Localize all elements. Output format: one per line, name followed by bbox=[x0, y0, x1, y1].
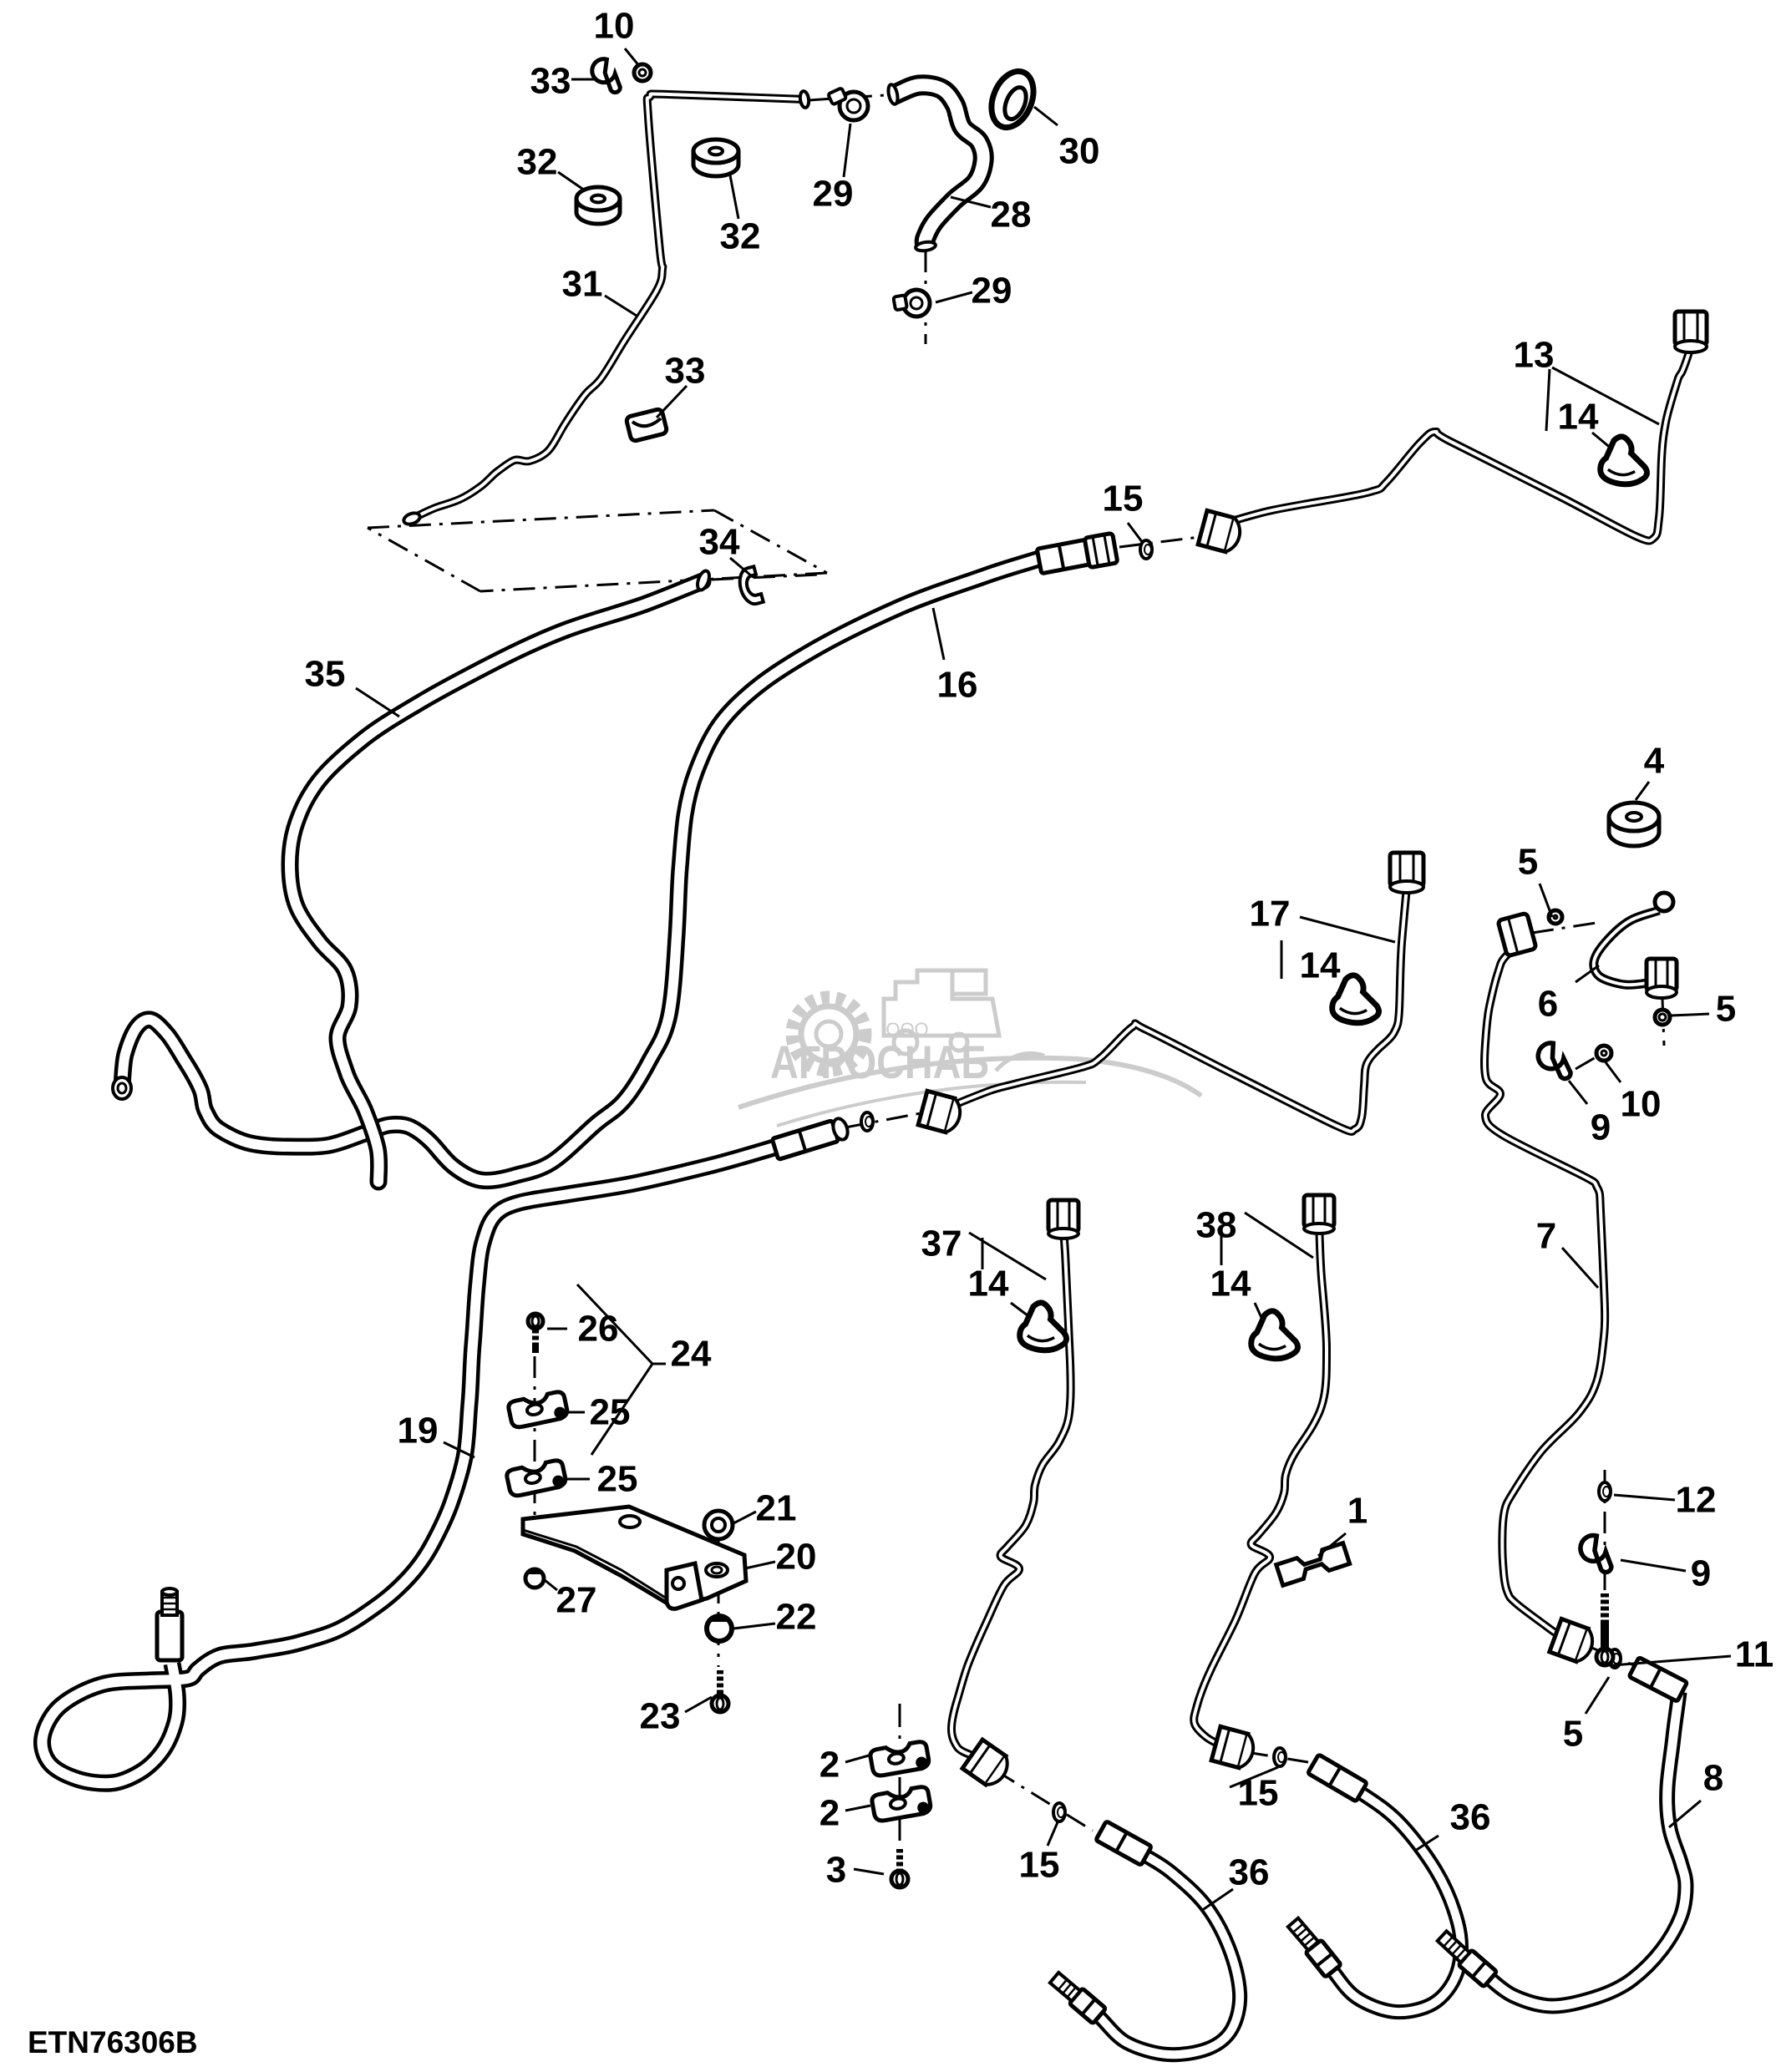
svg-text:2: 2 bbox=[819, 1745, 840, 1786]
svg-text:37: 37 bbox=[921, 1223, 962, 1264]
svg-text:32: 32 bbox=[720, 216, 761, 257]
svg-text:22: 22 bbox=[776, 1597, 817, 1638]
svg-text:33: 33 bbox=[665, 351, 706, 392]
svg-text:2: 2 bbox=[819, 1793, 840, 1834]
svg-text:21: 21 bbox=[756, 1488, 797, 1529]
svg-text:1: 1 bbox=[1347, 1491, 1368, 1532]
svg-text:10: 10 bbox=[1621, 1084, 1662, 1125]
svg-text:30: 30 bbox=[1059, 131, 1100, 172]
svg-text:6: 6 bbox=[1538, 984, 1558, 1025]
svg-text:14: 14 bbox=[1210, 1264, 1251, 1304]
svg-text:12: 12 bbox=[1676, 1480, 1717, 1521]
svg-text:7: 7 bbox=[1536, 1216, 1556, 1257]
svg-text:5: 5 bbox=[1518, 842, 1538, 883]
svg-text:20: 20 bbox=[776, 1537, 817, 1578]
svg-text:36: 36 bbox=[1229, 1852, 1270, 1893]
svg-text:38: 38 bbox=[1196, 1205, 1237, 1246]
svg-text:29: 29 bbox=[972, 271, 1012, 312]
svg-text:33: 33 bbox=[530, 61, 571, 102]
svg-text:4: 4 bbox=[1644, 741, 1665, 782]
svg-text:15: 15 bbox=[1103, 479, 1144, 519]
svg-text:5: 5 bbox=[1716, 989, 1736, 1030]
svg-text:32: 32 bbox=[517, 142, 558, 183]
svg-text:8: 8 bbox=[1703, 1758, 1723, 1799]
svg-text:ETN76306B: ETN76306B bbox=[28, 2025, 198, 2059]
svg-text:9: 9 bbox=[1691, 1553, 1711, 1594]
svg-text:28: 28 bbox=[991, 195, 1032, 236]
svg-text:23: 23 bbox=[640, 1696, 681, 1737]
svg-text:25: 25 bbox=[597, 1459, 638, 1500]
svg-text:27: 27 bbox=[556, 1580, 597, 1621]
svg-text:14: 14 bbox=[1300, 945, 1341, 986]
svg-text:9: 9 bbox=[1591, 1107, 1611, 1148]
svg-text:36: 36 bbox=[1450, 1797, 1491, 1838]
svg-text:13: 13 bbox=[1514, 335, 1555, 376]
svg-text:15: 15 bbox=[1238, 1773, 1279, 1814]
svg-text:5: 5 bbox=[1563, 1714, 1583, 1755]
svg-text:14: 14 bbox=[1558, 397, 1599, 438]
svg-text:24: 24 bbox=[671, 1334, 712, 1375]
svg-text:35: 35 bbox=[305, 654, 346, 695]
svg-text:10: 10 bbox=[594, 6, 635, 47]
svg-text:31: 31 bbox=[562, 264, 603, 305]
svg-text:34: 34 bbox=[699, 522, 740, 563]
svg-text:29: 29 bbox=[813, 174, 854, 215]
svg-text:15: 15 bbox=[1019, 1845, 1060, 1886]
svg-text:OOO: OOO bbox=[885, 1019, 928, 1040]
svg-text:14: 14 bbox=[968, 1264, 1009, 1304]
svg-text:3: 3 bbox=[826, 1850, 846, 1891]
svg-text:19: 19 bbox=[398, 1411, 439, 1451]
svg-text:АГРОСНАБ: АГРОСНАБ bbox=[770, 1036, 989, 1088]
svg-text:26: 26 bbox=[578, 1309, 619, 1350]
svg-text:11: 11 bbox=[1735, 1634, 1774, 1675]
svg-text:16: 16 bbox=[937, 665, 978, 706]
svg-text:17: 17 bbox=[1250, 894, 1291, 935]
svg-text:25: 25 bbox=[590, 1392, 631, 1433]
